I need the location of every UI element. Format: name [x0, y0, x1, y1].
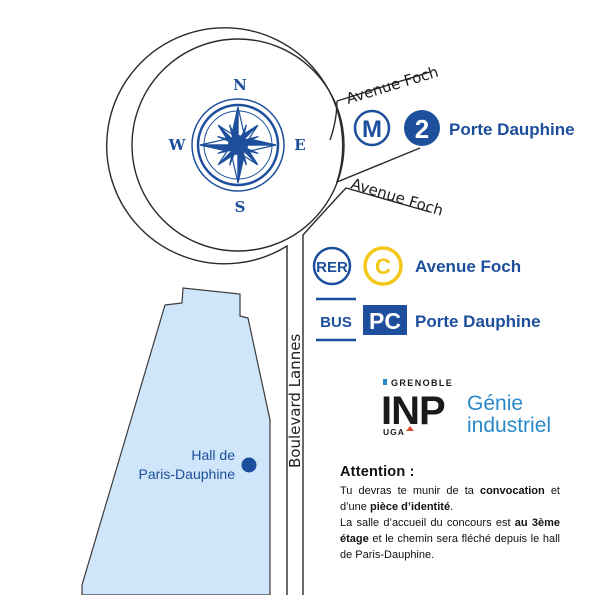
street-label-avenue-foch-top: Avenue Foch — [344, 63, 441, 108]
metro-icon: M — [353, 109, 391, 147]
svg-text:M: M — [362, 116, 382, 143]
logo-sub-text: UGA — [383, 427, 405, 437]
building-paris-dauphine — [81, 287, 271, 595]
roundabout-exit-lower — [302, 187, 431, 595]
svg-text:C: C — [375, 254, 391, 279]
compass-west: W — [168, 136, 187, 154]
street-label-boulevard-lannes: Boulevard Lannes — [286, 334, 304, 468]
grenoble-inp-logo: GRENOBLE INP UGA Génie industriel — [381, 378, 551, 437]
svg-text:BUS: BUS — [320, 314, 352, 331]
roundabout-inner — [131, 38, 345, 252]
attention-paragraph-2: La salle d’accueil du concours est au 3è… — [340, 517, 560, 561]
hall-label-line2: Paris-Dauphine — [139, 466, 236, 482]
compass-rose-icon — [191, 98, 285, 192]
attention-heading: Attention : — [340, 464, 415, 480]
svg-text:RER: RER — [316, 259, 348, 276]
logo-main-text: INP — [381, 389, 445, 433]
metro-station-name: Porte Dauphine — [449, 120, 575, 139]
rer-station-name: Avenue Foch — [415, 257, 521, 276]
svg-text:PC: PC — [369, 308, 401, 334]
compass-north: N — [233, 76, 247, 94]
svg-text:2: 2 — [415, 114, 429, 144]
logo-program-line1: Génie — [467, 392, 523, 415]
hall-location-marker-icon — [241, 457, 257, 473]
attention-paragraph-1: Tu devras te munir de ta convocation et … — [340, 485, 560, 513]
rer-icon: RER — [312, 246, 352, 286]
compass-south: S — [235, 198, 246, 216]
bus-station-name: Porte Dauphine — [415, 312, 541, 331]
bus-icon: BUS — [316, 297, 356, 342]
logo-accent-icon — [406, 426, 414, 431]
compass-east: E — [294, 136, 305, 154]
logo-top-text: GRENOBLE — [391, 378, 453, 388]
logo-program-line2: industriel — [467, 414, 551, 437]
rer-line-c-icon: C — [363, 246, 403, 286]
avenue-foch-upper-road — [336, 71, 431, 102]
street-label-avenue-foch-bottom: Avenue Foch — [349, 175, 446, 220]
bus-line-pc-icon: PC — [363, 305, 407, 335]
hall-label-line1: Hall de — [191, 447, 235, 463]
metro-line-2-icon: 2 — [404, 110, 440, 146]
attention-notice: Attention : Tu devras te munir de ta con… — [340, 464, 560, 563]
roundabout-exit-upper — [329, 100, 338, 141]
